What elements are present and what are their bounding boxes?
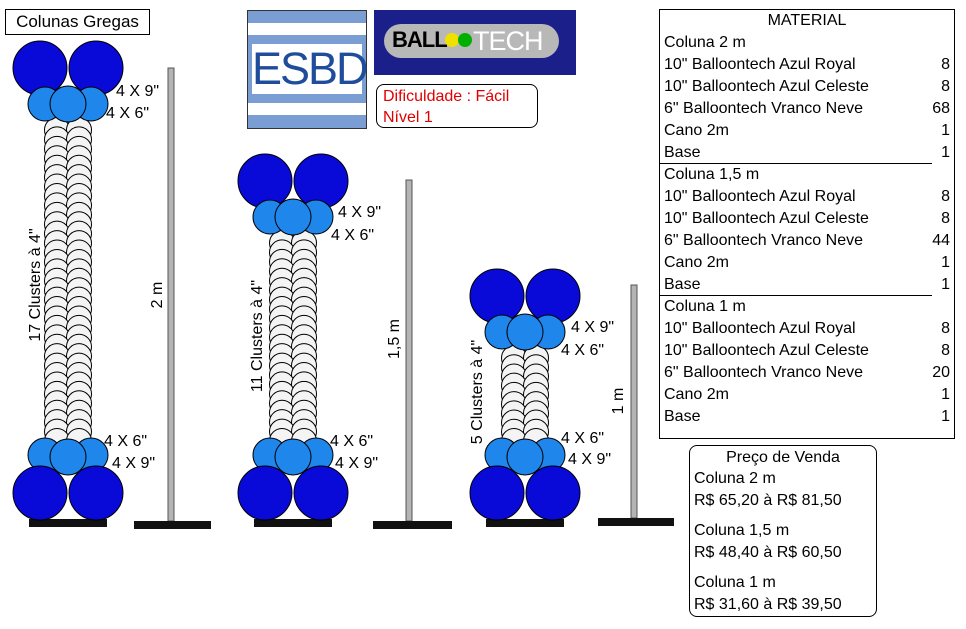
column-1-top-9-label: 4 X 9" (116, 83, 160, 100)
material-group-title: Coluna 1 m (664, 298, 746, 315)
column-1-top-6-label: 4 X 6" (106, 105, 150, 122)
column-3-clusters-label: 5 Clusters à 4" (469, 339, 486, 445)
celeste-balloon (274, 438, 312, 476)
royal-balloon (525, 465, 581, 521)
column-base-plate (29, 519, 107, 527)
celeste-balloon (506, 438, 544, 476)
royal-balloon (293, 465, 349, 521)
column-2-top-6-label: 4 X 6" (331, 227, 375, 244)
column-base-plate (254, 519, 332, 527)
royal-balloon (12, 465, 68, 521)
royal-balloon (525, 268, 581, 324)
column-3-bottom-9-label: 4 X 9" (568, 451, 612, 468)
price-item-name: Coluna 1 m (694, 574, 776, 591)
royal-balloon (12, 40, 68, 96)
material-title: MATERIAL (767, 12, 847, 29)
column-2-top-9-label: 4 X 9" (338, 204, 382, 221)
royal-balloon (469, 465, 525, 521)
column-1-clusters-label: 17 Clusters à 4" (27, 228, 44, 342)
column-1-bottom-6-label: 4 X 6" (104, 433, 148, 450)
celeste-balloon (49, 85, 87, 123)
royal-balloon (68, 465, 124, 521)
price-box: Preço de Venda Coluna 2 m R$ 65,20 à R$ … (689, 445, 877, 617)
pole-base (134, 521, 211, 529)
celeste-balloon (274, 198, 312, 236)
column-3-bottom-6-label: 4 X 6" (561, 430, 605, 447)
difficulty-box: Dificuldade : Fácil Nível 1 (376, 84, 538, 128)
pole-base (373, 521, 452, 529)
column-3-height-label: 1 m (610, 387, 627, 415)
column-1-height-label: 2 m (149, 281, 166, 309)
column-2-bottom-6-label: 4 X 6" (330, 433, 374, 450)
royal-balloon (293, 153, 349, 209)
difficulty-label: Dificuldade : Fácil (383, 88, 510, 105)
royal-balloon (237, 153, 293, 209)
balloontech-logo: BALL TECH (374, 10, 576, 75)
balloontech-logo-text-a: BALL (392, 27, 448, 52)
price-item-name: Coluna 2 m (694, 470, 776, 487)
support-pole (405, 179, 413, 522)
level-label: Nível 1 (383, 109, 433, 126)
royal-balloon (237, 465, 293, 521)
page-title: Colunas Gregas (5, 9, 150, 35)
royal-balloon (469, 268, 525, 324)
column-2-bottom-9-label: 4 X 9" (335, 455, 379, 472)
royal-balloon (68, 40, 124, 96)
price-item-range: R$ 48,40 à R$ 60,50 (694, 544, 842, 561)
column-1-bottom-9-label: 4 X 9" (112, 455, 156, 472)
support-pole (167, 67, 175, 522)
column-2-height-label: 1,5 m (386, 319, 403, 360)
column-base-plate (486, 519, 564, 527)
support-pole (630, 284, 638, 519)
balloon-dot-icon (445, 33, 459, 47)
balloontech-logo-text-b: TECH (473, 26, 543, 56)
esbd-logo-text: ESBD (252, 43, 369, 94)
price-item-range: R$ 31,60 à R$ 39,50 (694, 596, 842, 613)
celeste-balloon (49, 438, 87, 476)
celeste-balloon (506, 313, 544, 351)
column-3-top-9-label: 4 X 9" (571, 319, 615, 336)
material-list: MATERIAL Coluna 2 m 10" Balloontech Azul… (659, 9, 955, 439)
material-group-title: Coluna 1,5 m (664, 166, 760, 183)
material-group-title: Coluna 2 m (664, 34, 746, 51)
column-2-clusters-label: 11 Clusters à 4" (249, 279, 266, 393)
esbd-logo: ESBD (247, 10, 369, 129)
price-item-range: R$ 65,20 à R$ 81,50 (694, 492, 842, 509)
column-3-top-6-label: 4 X 6" (561, 342, 605, 359)
price-title: Preço de Venda (726, 449, 840, 466)
balloon-dot-icon (458, 33, 472, 47)
price-item-name: Coluna 1,5 m (694, 522, 790, 539)
pole-base (598, 518, 674, 526)
